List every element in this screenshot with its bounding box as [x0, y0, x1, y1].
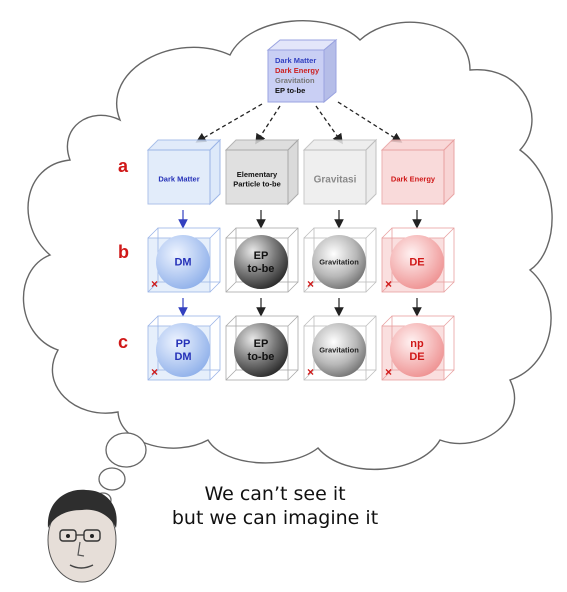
- sphere-b-dm: [156, 235, 210, 289]
- cube-a-grav: Gravitasi: [302, 138, 378, 206]
- x-mark-c-grav: ×: [307, 365, 314, 379]
- thought-bubble-large: [105, 432, 147, 468]
- sphere-c-de: [390, 323, 444, 377]
- x-mark-b-dm: ×: [151, 277, 158, 291]
- top-cube-label-3: EP to-be: [275, 86, 305, 95]
- sphere-c-grav: [312, 323, 366, 377]
- sphere-c-label-de-1: DE: [409, 351, 424, 363]
- x-mark-b-grav: ×: [307, 277, 314, 291]
- top-arrows: [195, 101, 403, 145]
- sphere-b-label-ep-0: EP: [254, 250, 269, 262]
- sphere-b-label-grav-0: Gravitation: [319, 258, 359, 267]
- sphere-b-label-ep-1: to-be: [248, 263, 275, 275]
- cube-a-label-de-0: Dark Energy: [391, 175, 436, 184]
- top-cube-label-0: Dark Matter: [275, 56, 316, 65]
- cube-a-de: Dark Energy: [380, 138, 456, 206]
- cube-b-de: DE ×: [381, 227, 455, 293]
- sphere-b-label-de-0: DE: [409, 257, 424, 269]
- x-mark-b-de: ×: [385, 277, 392, 291]
- x-mark-c-de: ×: [385, 365, 392, 379]
- sphere-c-label-dm-1: DM: [174, 351, 191, 363]
- face-portrait: [47, 489, 117, 583]
- sphere-b-ep: [234, 235, 288, 289]
- sphere-c-label-grav-0: Gravitation: [319, 346, 359, 355]
- cube-a-dm: Dark Matter: [146, 138, 222, 206]
- cube-a-label-dm-0: Dark Matter: [158, 175, 199, 184]
- caption-line-2: but we can imagine it: [171, 507, 379, 529]
- sphere-b-grav: [312, 235, 366, 289]
- thought-bubble-medium: [98, 467, 126, 491]
- sphere-c-label-ep-0: EP: [254, 338, 269, 350]
- row-label-c: c: [118, 332, 128, 352]
- sphere-c-label-de-0: np: [410, 338, 424, 350]
- cube-c-grav: Gravitation ×: [303, 315, 377, 381]
- cube-a-label-ep-0: Elementary: [237, 170, 278, 179]
- row-label-a: a: [118, 156, 129, 176]
- sphere-c-label-dm-0: PP: [176, 338, 191, 350]
- sphere-b-de: [390, 235, 444, 289]
- x-mark-c-dm: ×: [151, 365, 158, 379]
- cube-a-label-grav-0: Gravitasi: [314, 174, 357, 185]
- cube-b-dm: DM ×: [147, 227, 221, 293]
- caption: We can’t see it but we can imagine it: [150, 482, 400, 530]
- sphere-b-label-dm-0: DM: [174, 257, 191, 269]
- sphere-c-label-ep-1: to-be: [248, 351, 275, 363]
- sphere-c-dm: [156, 323, 210, 377]
- cube-a-label-ep-1: Particle to-be: [233, 179, 281, 188]
- row-label-b: b: [118, 242, 129, 262]
- cube-b-grav: Gravitation ×: [303, 227, 377, 293]
- top-cube-label-1: Dark Energy: [275, 66, 320, 75]
- top-cube-label-2: Gravitation: [275, 76, 315, 85]
- top-arrow-1: [195, 103, 263, 143]
- sphere-c-ep: [234, 323, 288, 377]
- top-arrow-4: [337, 101, 403, 143]
- caption-line-1: We can’t see it: [204, 483, 346, 505]
